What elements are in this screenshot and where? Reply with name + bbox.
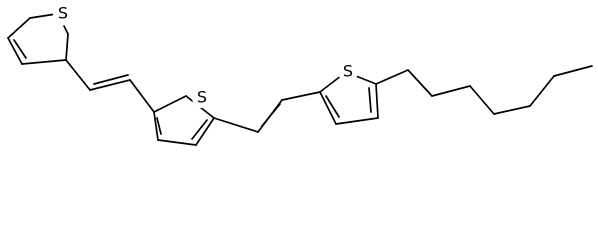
bond <box>89 79 131 91</box>
thiophene-ring-middle <box>153 95 215 146</box>
bond <box>553 65 593 77</box>
bond <box>93 74 129 85</box>
bond <box>335 117 379 125</box>
bond <box>13 39 27 59</box>
bond <box>21 59 67 65</box>
atom-s1: S <box>53 4 73 24</box>
bond <box>469 85 495 115</box>
atom-label-background <box>192 88 212 108</box>
atom-label-background <box>53 4 73 24</box>
bond <box>65 33 69 61</box>
bond <box>261 103 281 127</box>
vinyl-linker-right <box>213 91 321 133</box>
bond <box>191 119 208 140</box>
atom-s2: S <box>192 88 212 108</box>
chemical-structure-diagram: S S S <box>7 4 593 146</box>
bond <box>529 75 555 107</box>
hexyl-chain <box>375 65 593 115</box>
sulfur-atom-label: S <box>58 4 68 23</box>
bond <box>375 83 379 119</box>
sulfur-atom-label: S <box>197 88 207 107</box>
atom-label-background <box>338 62 358 82</box>
thiophene-ring-right <box>319 71 379 125</box>
bond <box>325 95 340 118</box>
bond <box>195 117 215 146</box>
atom-s3: S <box>338 62 358 82</box>
bond <box>493 105 531 115</box>
bond <box>7 17 31 39</box>
bond <box>153 111 159 141</box>
bond <box>368 87 372 113</box>
bond <box>407 69 433 97</box>
bond <box>65 59 91 91</box>
sulfur-atom-label: S <box>343 62 353 81</box>
bond <box>375 69 409 85</box>
vinyl-linker-left <box>65 59 155 113</box>
bond <box>319 91 337 125</box>
bond <box>213 117 259 133</box>
bond <box>29 13 57 19</box>
bond <box>431 85 471 97</box>
bond <box>281 91 321 101</box>
bond <box>153 95 187 113</box>
bond <box>7 37 23 65</box>
bond <box>129 79 155 113</box>
thiophene-ring-left <box>7 13 69 65</box>
bond <box>157 139 197 146</box>
bond <box>156 117 162 135</box>
bond <box>63 25 69 35</box>
